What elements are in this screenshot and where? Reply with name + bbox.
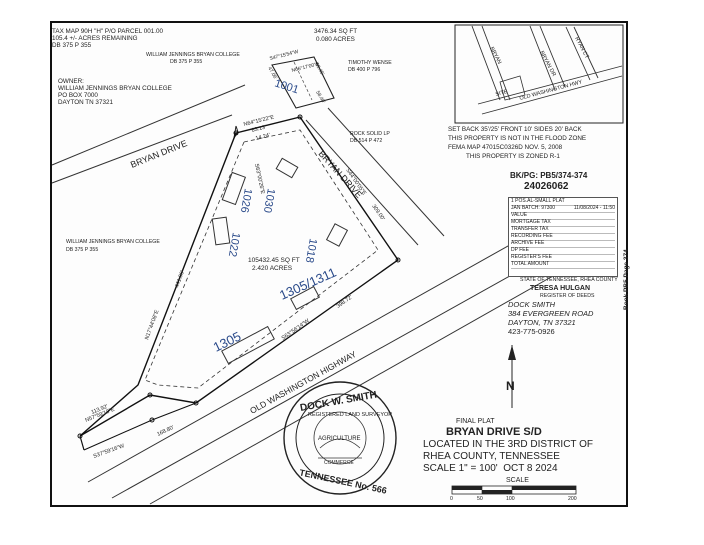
record-bk-pg: BK/PG: PB5/374-374 — [510, 171, 588, 180]
seal-top: DOCK W. SMITH — [299, 390, 378, 414]
road-bryan-drive-upper — [51, 84, 246, 184]
dist-small3: 58.40' — [314, 90, 326, 105]
row-archive: ARCHIVE FEE — [511, 240, 545, 246]
lot-1001: 1001 — [273, 77, 300, 96]
scale-tick-0: 0 — [450, 496, 453, 502]
note-fema: FEMA MAP 47015C0326D NOV. 5, 2008 — [448, 144, 563, 151]
title-scale: SCALE 1" = 100' OCT 8 2024 — [423, 463, 558, 474]
neighbor-rock-solid-db: DB 514 P 472 — [350, 138, 383, 144]
vicinity-site: SITE — [495, 89, 509, 98]
small-parcel — [271, 56, 335, 109]
bearing-sw: S37°59'16"W — [93, 443, 126, 460]
buildings — [211, 157, 349, 365]
lot-1305: 1305 — [211, 329, 244, 355]
lot-1026: 1026 — [238, 187, 254, 213]
scale-tick-100: 100 — [506, 496, 515, 502]
neighbor-college-top-db: DB 375 P 355 — [170, 59, 203, 65]
svg-text:N: N — [506, 379, 515, 393]
neighbor-college-top: WILLIAM JENNINGS BRYAN COLLEGE — [146, 52, 240, 58]
north-arrow-icon: N — [506, 345, 516, 408]
owner-city: DAYTON TN 37321 — [58, 99, 113, 106]
scale-tick-200: 200 — [568, 496, 577, 502]
deed-book: DB 375 P 355 — [52, 42, 92, 49]
batch: JAN BATCH: 97300 — [511, 205, 556, 211]
surveyor-name: DOCK SMITH — [508, 300, 556, 309]
note-setback: SET BACK 35'/25' FRONT 10' SIDES 20' BAC… — [448, 126, 582, 133]
row-total: TOTAL AMOUNT — [511, 261, 550, 267]
seal-middle: AGRICULTURE — [318, 436, 361, 442]
record-register: TERESA HULGAN — [530, 285, 591, 292]
title-located: LOCATED IN THE 3RD DISTRICT OF — [423, 439, 594, 450]
scale-bar — [451, 485, 577, 495]
record-state: STATE OF TENNESSEE, RHEA COUNTY — [520, 277, 618, 283]
neighbor-timothy-db: DB 400 P 796 — [348, 67, 381, 73]
title-final: FINAL PLAT — [456, 418, 495, 425]
vicinity-bryan: BRYAN — [488, 46, 502, 65]
row-value: VALUE — [511, 212, 528, 218]
record-side: Book PB5 Page 374 — [623, 249, 630, 310]
plat-type: 1 POS.AL-SMALL PLAT — [511, 198, 565, 204]
title-county: RHEA COUNTY, TENNESSEE — [423, 451, 560, 462]
neighbor-rock-solid: ROCK SOLID LP — [350, 131, 390, 137]
seal-commerce: COMMERCE — [324, 460, 354, 466]
row-transfer: TRANSFER TAX — [511, 226, 549, 232]
lot-1022: 1022 — [226, 231, 242, 257]
owner-label: OWNER: — [58, 78, 84, 85]
seal-ring: REGISTERED LAND SURVEYOR — [308, 412, 392, 418]
dist-top2: 14.24' — [255, 133, 271, 142]
acres-top: 0.080 ACRES — [316, 36, 355, 43]
acres-remaining: 105.4 +/- ACRES REMAINING — [52, 35, 138, 42]
neighbor-college-left-db: DB 375 P 355 — [66, 247, 99, 253]
neighbor-college-left: WILLIAM JENNINGS BRYAN COLLEGE — [66, 239, 160, 245]
scale-label: SCALE — [506, 477, 529, 484]
lot-1018: 1018 — [303, 237, 319, 263]
vicinity-bryan-dr: BRYAN DR — [538, 50, 556, 77]
dist-small2: 47.06' — [266, 66, 278, 81]
bearing-left: N17°44'08"E — [144, 309, 160, 341]
lot-1030: 1030 — [261, 187, 277, 213]
row-dp: DP FEE — [511, 247, 529, 253]
dist-bottom2: 168.80' — [156, 425, 175, 438]
surveyor-address: 384 EVERGREEN ROAD — [508, 309, 594, 318]
area-acres: 2.420 ACRES — [252, 265, 293, 272]
row-recording: RECORDING FEE — [511, 233, 553, 239]
bearing-inner: S63°00'26"E — [253, 163, 265, 195]
row-register: REGISTER'S FEE — [511, 254, 552, 260]
record-number: 24026062 — [524, 181, 569, 192]
note-zoning: THIS PROPERTY IS ZONED R-1 — [466, 153, 560, 160]
surveyor-phone: 423-775-0926 — [508, 327, 555, 336]
note-flood: THIS PROPERTY IS NOT IN THE FLOOD ZONE — [448, 135, 587, 142]
road-bryan-drive-right — [305, 107, 445, 246]
row-mortgage: MORTGAGE TAX — [511, 219, 551, 225]
area-sqft: 105432.45 SQ FT — [248, 257, 300, 264]
road-old-washington-highway — [87, 227, 561, 505]
vicinity-map — [454, 24, 624, 124]
bearing-small1: S47°15'54"W — [269, 49, 299, 62]
record-date: 11/08/2024 - 11:50 — [573, 205, 615, 211]
surveyor-seal — [283, 381, 397, 495]
dist-bottom: 398.72' — [336, 294, 354, 309]
title-name: BRYAN DRIVE S/D — [446, 426, 542, 438]
recording-stamp: 1 POS.AL-SMALL PLAT JAN BATCH: 97300 11/0… — [508, 197, 618, 277]
scale-tick-50: 50 — [477, 496, 483, 502]
parcel-boundary — [77, 114, 401, 451]
surveyor-city: DAYTON, TN 37321 — [508, 318, 576, 327]
record-register-title: REGISTER OF DEEDS — [540, 293, 595, 299]
sqft-top: 3476.34 SQ FT — [314, 28, 358, 35]
dist-left: 441.06' — [174, 270, 186, 289]
owner-po-box: PO BOX 7000 — [58, 92, 98, 99]
label-bryan-drive-right: BRYAN DRIVE — [317, 149, 365, 200]
dist-top: 63.13' — [251, 125, 267, 134]
owner-name: WILLIAM JENNINGS BRYAN COLLEGE — [58, 85, 172, 92]
tax-map-line: TAX MAP 90H "H" P/O PARCEL 001.00 — [52, 28, 163, 35]
dist-small: 63.45' — [313, 62, 325, 77]
neighbor-timothy: TIMOTHY WENSE — [348, 60, 392, 66]
